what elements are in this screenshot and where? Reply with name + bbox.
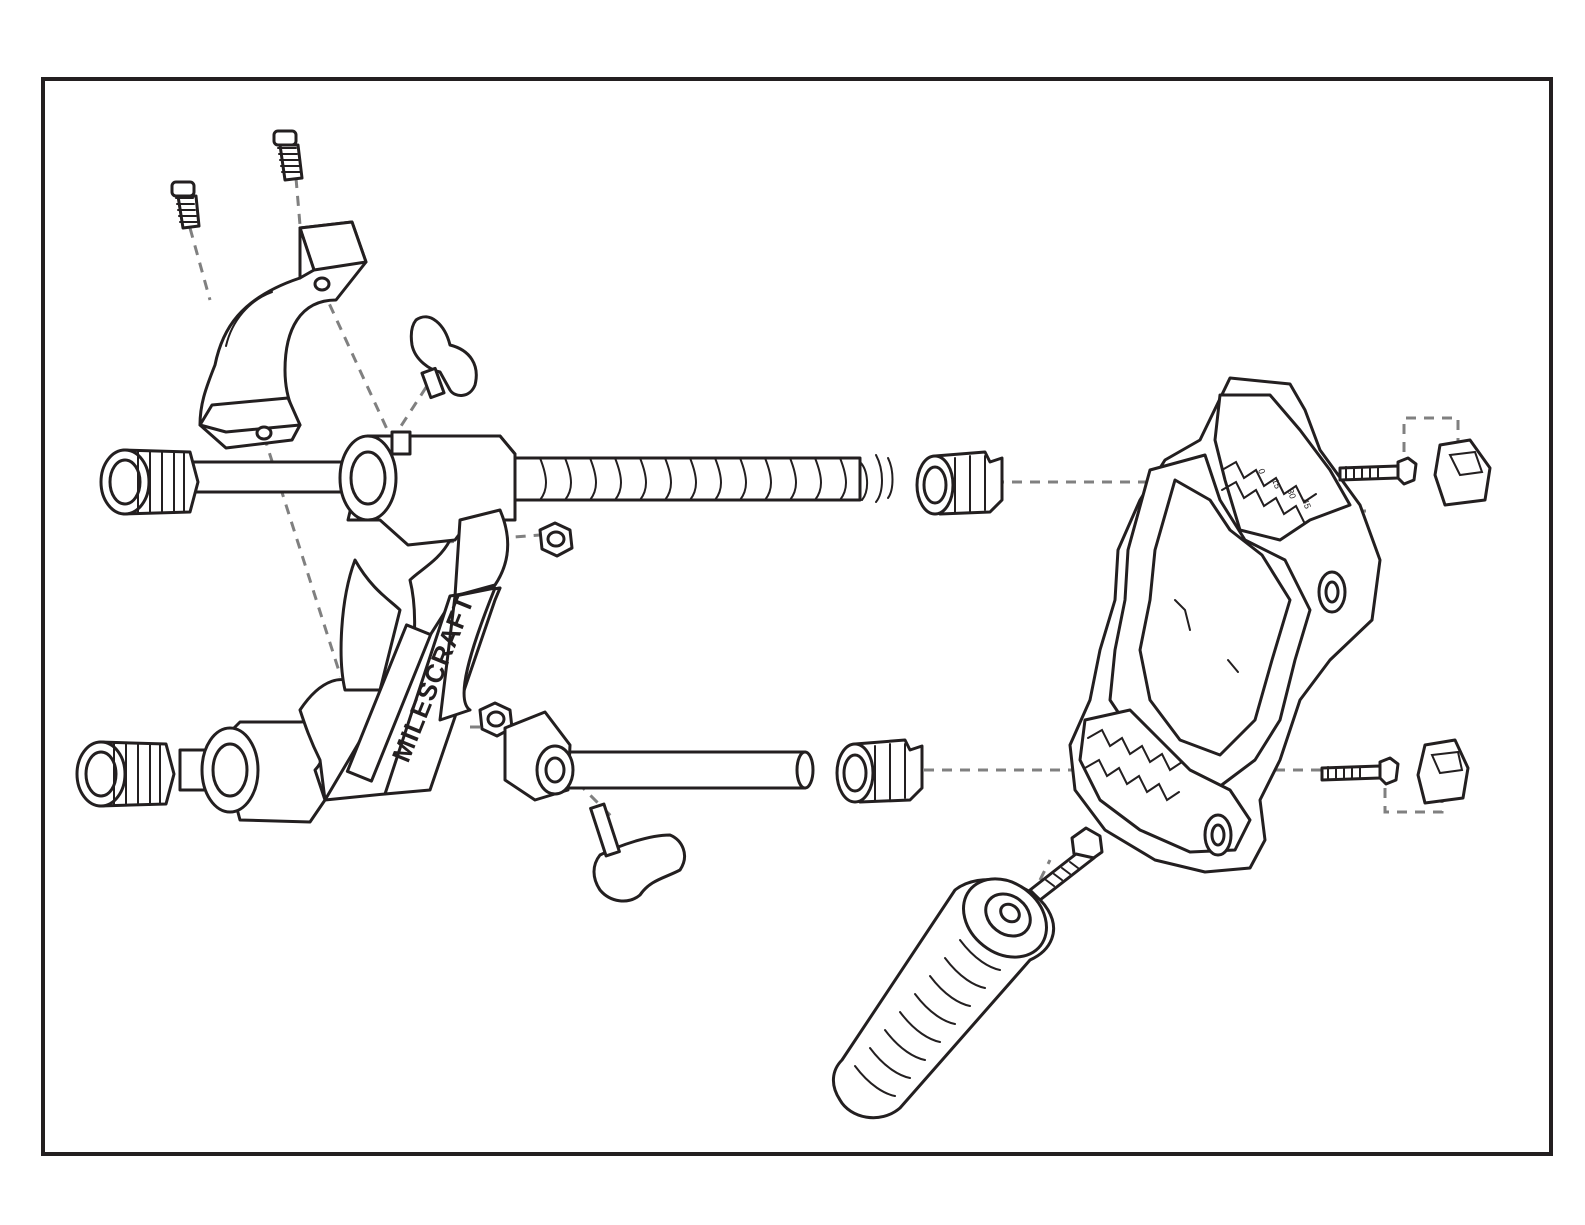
clamp-bracket bbox=[200, 222, 366, 448]
cap-screw-left bbox=[172, 182, 199, 228]
bolt-upper-right bbox=[1340, 458, 1416, 484]
bolt-lower-right bbox=[1322, 758, 1398, 784]
hex-nut-upper bbox=[540, 523, 572, 556]
rod-end-cap-lower bbox=[837, 740, 922, 802]
lower-frame-boss bbox=[202, 728, 258, 812]
clip-upper-right bbox=[1435, 440, 1490, 505]
wing-screw-lower bbox=[591, 804, 685, 901]
lower-rod bbox=[555, 752, 813, 788]
lower-knurled-knob bbox=[77, 742, 174, 806]
grip-handle bbox=[833, 863, 1062, 1118]
clip-lower-right bbox=[1418, 740, 1468, 803]
cap-screw-right bbox=[274, 131, 302, 180]
rod-end-cap-upper bbox=[917, 452, 1002, 514]
router-base-plate: 0 15 30 45 bbox=[1070, 378, 1380, 872]
lower-rod-collar bbox=[505, 712, 573, 800]
upper-rod bbox=[185, 462, 360, 492]
compression-spring bbox=[515, 455, 893, 502]
upper-knurled-knob bbox=[101, 450, 198, 514]
handle-bolt bbox=[1030, 828, 1102, 900]
wing-screw-upper bbox=[411, 317, 476, 398]
